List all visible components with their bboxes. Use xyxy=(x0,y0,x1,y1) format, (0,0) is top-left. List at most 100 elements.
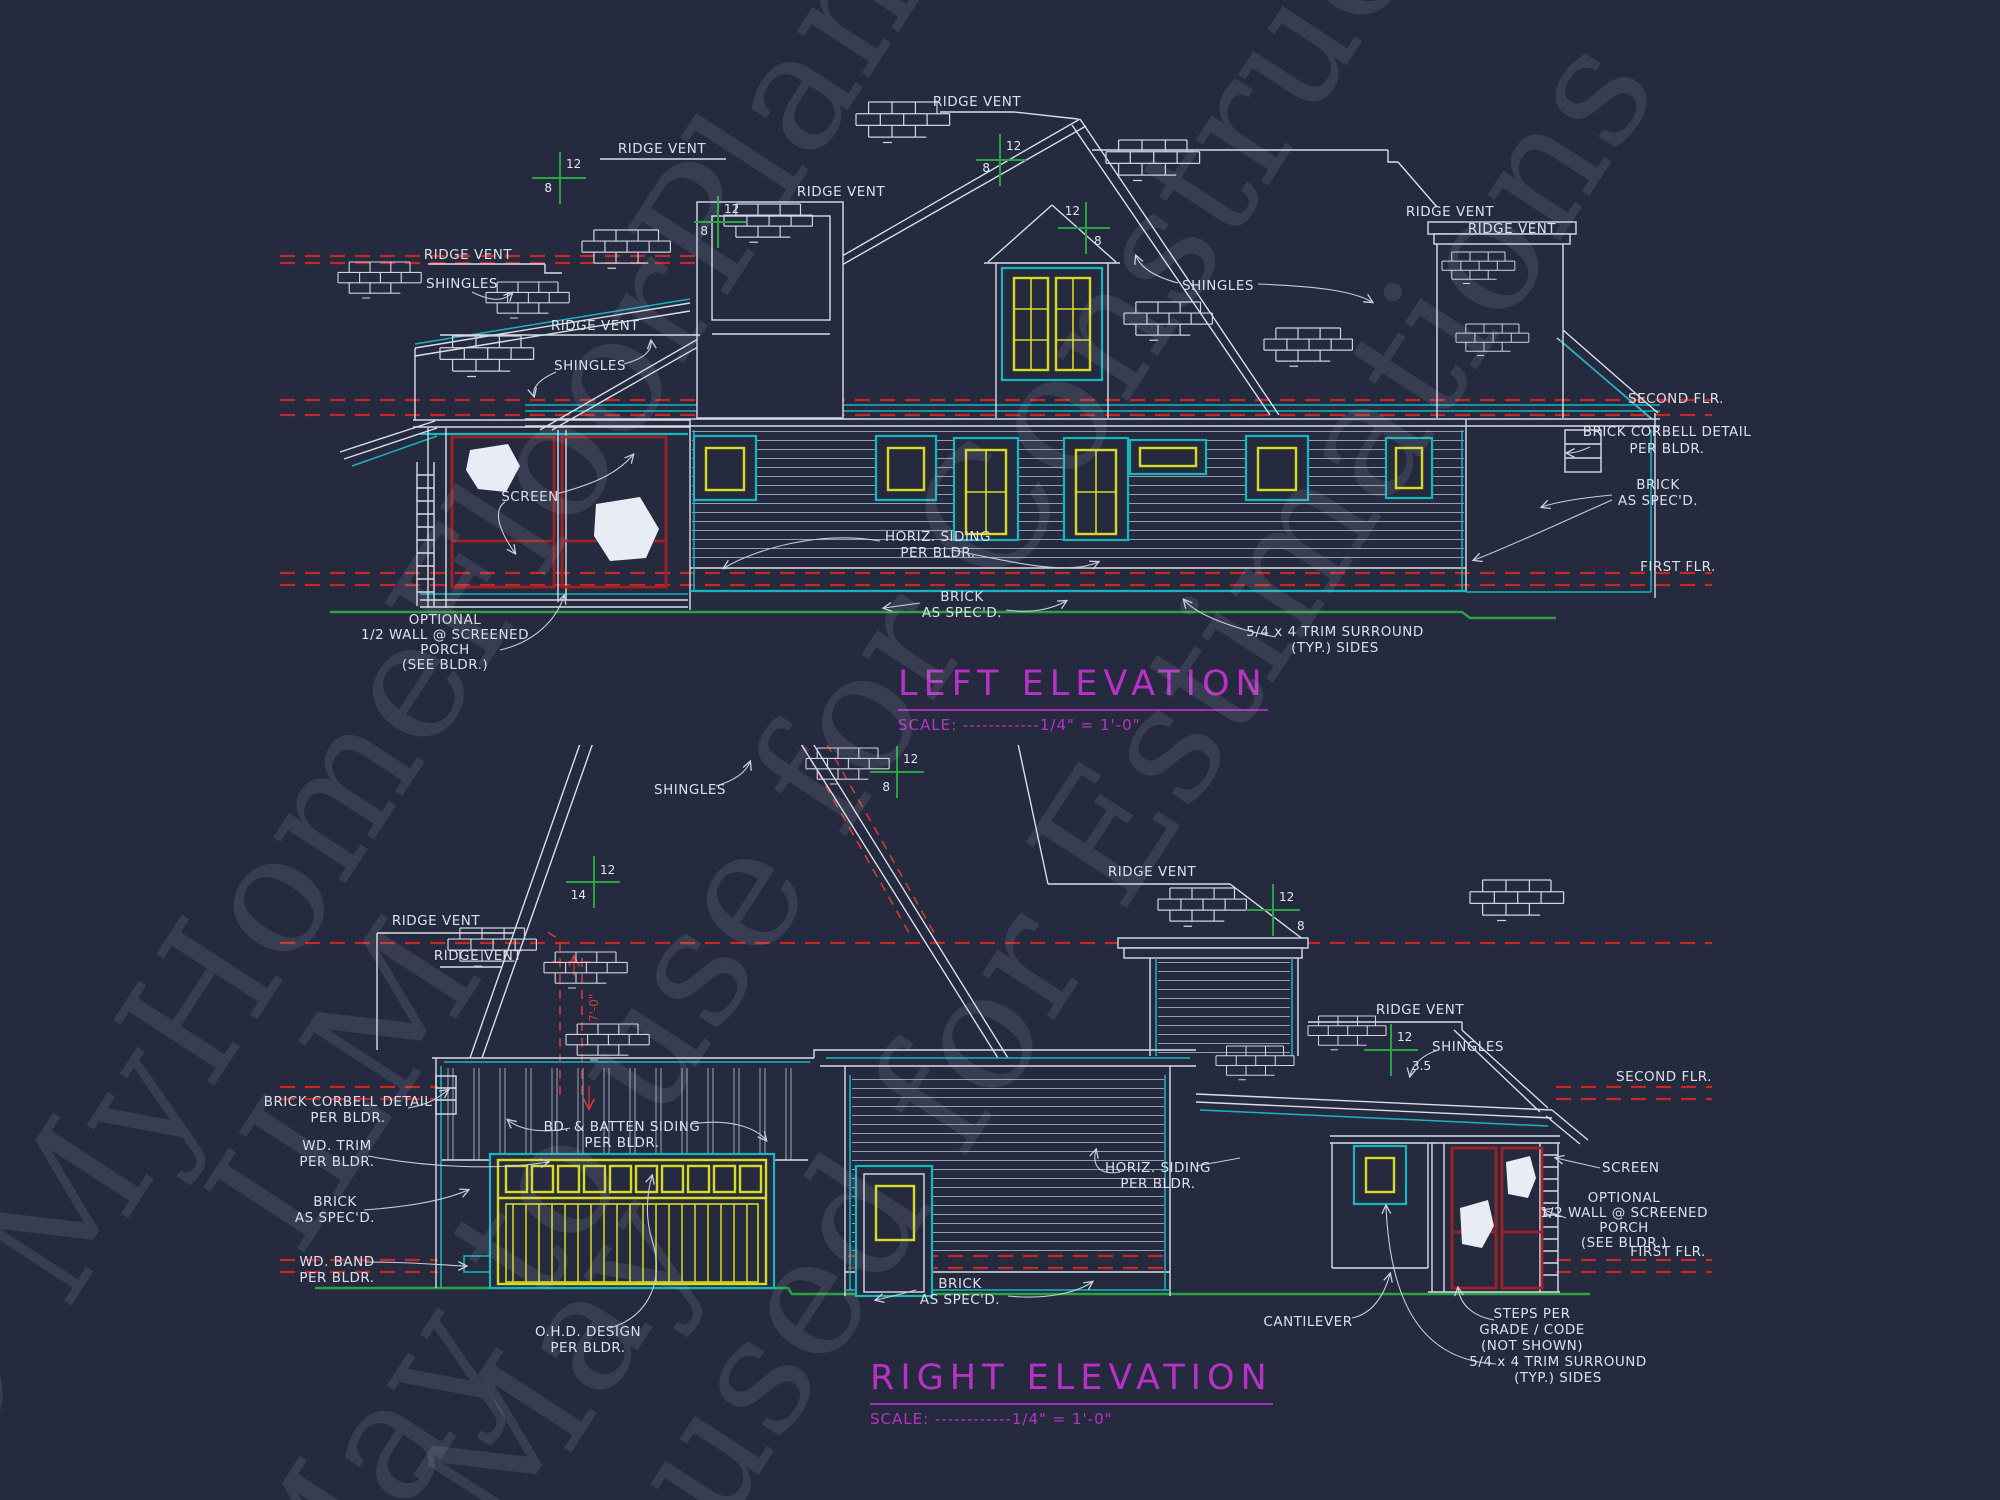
svg-text:8: 8 xyxy=(1297,919,1305,933)
left-elevation-drawing: 12 8 12 8 12 8 12 8 xyxy=(280,94,1751,673)
ridge-vent-label: RIDGE VENT xyxy=(797,184,885,200)
first-flr-label: FIRST FLR. xyxy=(1630,1244,1706,1260)
svg-text:1/2 WALL @ SCREENED: 1/2 WALL @ SCREENED xyxy=(361,627,529,643)
svg-text:AS SPEC'D.: AS SPEC'D. xyxy=(922,605,1002,621)
screen-label: SCREEN xyxy=(501,489,559,505)
brick-label: BRICK xyxy=(940,589,984,605)
svg-text:12: 12 xyxy=(1279,890,1294,904)
svg-text:PER BLDR.: PER BLDR. xyxy=(299,1270,374,1286)
ridge-vent-label: RIDGE VENT xyxy=(1468,221,1556,237)
ohd-label: O.H.D. DESIGN xyxy=(535,1324,641,1340)
svg-text:8: 8 xyxy=(700,224,708,238)
shingles-label: SHINGLES xyxy=(654,782,726,798)
right-elevation-drawing: 7'-0" xyxy=(264,745,1712,1386)
svg-text:PORCH: PORCH xyxy=(1599,1220,1649,1236)
ridge-vent-label: RIDGE VENT xyxy=(1108,864,1196,880)
brick-corbell-label: BRICK CORBELL DETAIL xyxy=(264,1094,433,1110)
labels: RIDGE VENT SHINGLES RIDGE VENT RIDGE VEN… xyxy=(361,94,1751,673)
svg-text:(SEE BLDR.): (SEE BLDR.) xyxy=(1581,1235,1667,1251)
svg-text:12: 12 xyxy=(1397,1030,1412,1044)
ridge-vent-label: RIDGE VENT xyxy=(1376,1002,1464,1018)
svg-text:12: 12 xyxy=(903,752,918,766)
pitch-markers: 12 14 12 8 12 8 12 3.5 xyxy=(566,746,1431,1076)
windows xyxy=(692,266,1434,542)
right-elevation-title: RIGHT ELEVATION xyxy=(870,1358,1273,1405)
brick-label: BRICK xyxy=(1636,477,1680,493)
roof-beyond-dashed: 7'-0" xyxy=(545,745,938,1108)
wd-trim-label: WD. TRIM xyxy=(302,1138,372,1154)
ridge-vent-label: RIDGE VENT xyxy=(933,94,1021,110)
wd-band-label: WD. BAND xyxy=(299,1254,374,1270)
first-flr-label: FIRST FLR. xyxy=(1640,559,1716,575)
svg-text:PER BLDR.: PER BLDR. xyxy=(310,1110,385,1126)
svg-text:14: 14 xyxy=(571,888,586,902)
ridge-vent-label: RIDGE VENT xyxy=(618,141,706,157)
dormer-window xyxy=(1000,266,1104,382)
svg-text:PORCH: PORCH xyxy=(420,642,470,658)
screened-porch xyxy=(450,435,668,589)
shingles-label: SHINGLES xyxy=(554,358,626,374)
bd-batten-label: BD. & BATTEN SIDING xyxy=(544,1119,701,1135)
svg-text:8: 8 xyxy=(1094,234,1102,248)
right-elevation-scale: SCALE: ------------1/4" = 1'-0" xyxy=(870,1410,1113,1428)
svg-text:12: 12 xyxy=(566,157,581,171)
horiz-siding-label: HORIZ. SIDING xyxy=(1105,1160,1211,1176)
ridge-vent-label: RIDGE VENT xyxy=(392,913,480,929)
trim-surround-label: 5/4 x 4 TRIM SURROUND xyxy=(1469,1354,1646,1370)
brick-corbell-label: BRICK CORBELL DETAIL xyxy=(1583,424,1752,440)
svg-text:12: 12 xyxy=(724,202,739,216)
pitch-markers: 12 8 12 8 12 8 12 8 xyxy=(532,134,1110,254)
screened-porch xyxy=(1450,1146,1544,1290)
optional-porch-label: OPTIONAL xyxy=(1588,1190,1660,1206)
labels: RIDGE VENT RIDGE VENT RIDGE VENT RIDGE V… xyxy=(264,782,1712,1386)
shingles-label: SHINGLES xyxy=(426,276,498,292)
svg-text:AS SPEC'D.: AS SPEC'D. xyxy=(1618,493,1698,509)
svg-text:PER BLDR.: PER BLDR. xyxy=(550,1340,625,1356)
leader-lines xyxy=(363,762,1601,1365)
trim-surround-label: 5/4 x 4 TRIM SURROUND xyxy=(1246,624,1423,640)
ground-line xyxy=(330,610,1556,620)
cantilever-window xyxy=(1352,1144,1408,1206)
optional-porch-label: OPTIONAL xyxy=(409,612,481,628)
entry-door xyxy=(854,1164,934,1298)
svg-text:PER BLDR.: PER BLDR. xyxy=(1629,441,1704,457)
flue-dimension: 7'-0" xyxy=(587,994,601,1022)
svg-text:(SEE BLDR.): (SEE BLDR.) xyxy=(402,657,488,673)
svg-text:8: 8 xyxy=(982,161,990,175)
svg-text:PER BLDR.: PER BLDR. xyxy=(900,545,975,561)
screen-label: SCREEN xyxy=(1602,1160,1660,1176)
left-elevation-scale: SCALE: ------------1/4" = 1'-0" xyxy=(898,716,1141,734)
svg-text:PER BLDR.: PER BLDR. xyxy=(1120,1176,1195,1192)
second-flr-label: SECOND FLR. xyxy=(1616,1069,1712,1085)
left-elevation-title: LEFT ELEVATION xyxy=(898,664,1268,711)
shingles-label: SHINGLES xyxy=(1432,1039,1504,1055)
svg-text:(TYP.) SIDES: (TYP.) SIDES xyxy=(1291,640,1379,656)
leader-lines xyxy=(471,256,1613,651)
chimney-siding xyxy=(1158,960,1290,1054)
ridge-vent-label: RIDGE VENT xyxy=(424,247,512,263)
shingles-label: SHINGLES xyxy=(1182,278,1254,294)
brick-label: BRICK xyxy=(938,1276,982,1292)
structure-lines xyxy=(376,745,1589,1296)
svg-text:8: 8 xyxy=(882,780,890,794)
cantilever-label: CANTILEVER xyxy=(1263,1314,1352,1330)
garage-door xyxy=(488,1152,776,1290)
svg-text:8: 8 xyxy=(544,181,552,195)
svg-text:GRADE / CODE: GRADE / CODE xyxy=(1479,1322,1585,1338)
svg-text:12: 12 xyxy=(600,863,615,877)
ridge-vent-label: RIDGE VENT xyxy=(434,948,522,964)
svg-text:AS SPEC'D.: AS SPEC'D. xyxy=(920,1292,1000,1308)
windows-doors xyxy=(854,1144,1408,1298)
svg-text:PER BLDR.: PER BLDR. xyxy=(584,1135,659,1151)
svg-text:(NOT SHOWN): (NOT SHOWN) xyxy=(1481,1338,1583,1354)
svg-text:AS SPEC'D.: AS SPEC'D. xyxy=(295,1210,375,1226)
second-flr-label: SECOND FLR. xyxy=(1628,391,1724,407)
ridge-vent-label: RIDGE VENT xyxy=(551,318,639,334)
svg-text:12: 12 xyxy=(1006,139,1021,153)
horiz-siding-label: HORIZ. SIDING xyxy=(885,529,991,545)
steps-label: STEPS PER xyxy=(1494,1306,1571,1322)
svg-text:PER BLDR.: PER BLDR. xyxy=(299,1154,374,1170)
brick-label: BRICK xyxy=(313,1194,357,1210)
svg-text:(TYP.) SIDES: (TYP.) SIDES xyxy=(1514,1370,1602,1386)
